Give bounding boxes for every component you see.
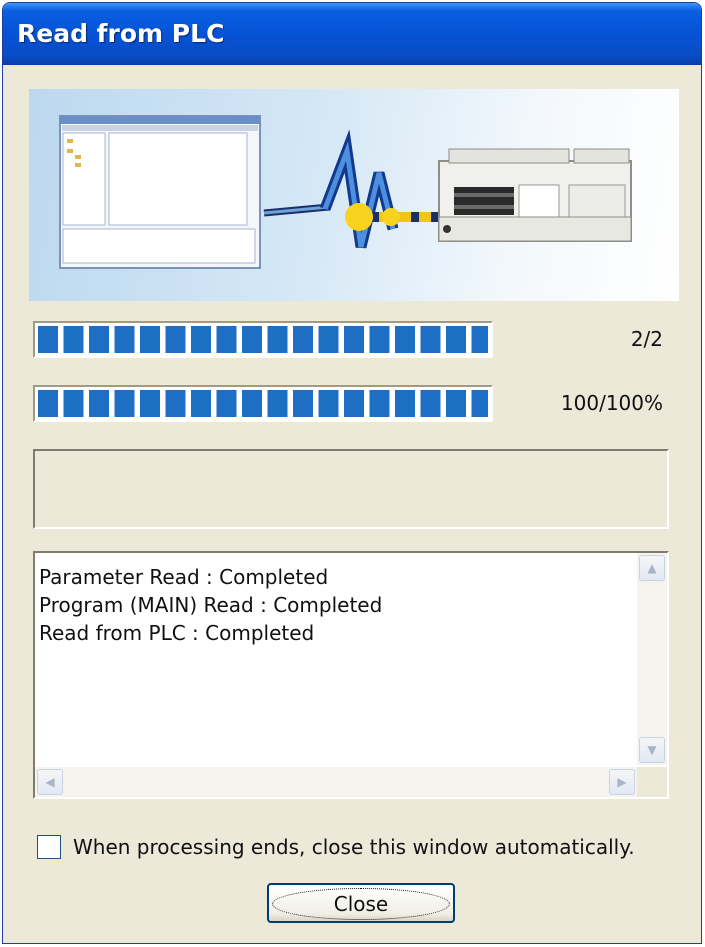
vertical-scrollbar[interactable]: ▲ ▼ bbox=[637, 553, 667, 765]
auto-close-checkbox[interactable] bbox=[37, 835, 61, 859]
log-line: Program (MAIN) Read : Completed bbox=[39, 593, 383, 617]
log-line: Parameter Read : Completed bbox=[39, 565, 329, 589]
status-message-box bbox=[33, 449, 669, 529]
overall-progress-bar bbox=[33, 385, 493, 422]
overall-progress-fill bbox=[38, 390, 488, 417]
auto-close-label[interactable]: When processing ends, close this window … bbox=[73, 835, 635, 859]
overall-progress-percent: 100/100% bbox=[560, 391, 663, 415]
file-progress-bar bbox=[33, 321, 493, 358]
log-lines: Parameter Read : Completed Program (MAIN… bbox=[39, 563, 382, 647]
scroll-down-arrow-icon[interactable]: ▼ bbox=[639, 737, 665, 763]
file-progress-count: 2/2 bbox=[630, 327, 663, 351]
window-title: Read from PLC bbox=[17, 19, 225, 48]
pc-plc-connection-image bbox=[59, 115, 632, 269]
file-progress-fill bbox=[38, 326, 488, 353]
pc-to-plc-illustration bbox=[29, 89, 679, 301]
title-bar[interactable]: Read from PLC bbox=[3, 3, 701, 65]
log-list-box[interactable]: Parameter Read : Completed Program (MAIN… bbox=[33, 551, 669, 799]
scroll-left-arrow-icon[interactable]: ◀ bbox=[37, 769, 63, 795]
scroll-right-arrow-icon[interactable]: ▶ bbox=[609, 769, 635, 795]
scroll-up-arrow-icon[interactable]: ▲ bbox=[639, 555, 665, 581]
log-line: Read from PLC : Completed bbox=[39, 621, 315, 645]
horizontal-scrollbar[interactable]: ◀ ▶ bbox=[35, 767, 637, 797]
scrollbar-corner bbox=[637, 767, 667, 797]
close-button[interactable]: Close bbox=[267, 883, 455, 923]
close-button-label: Close bbox=[272, 888, 450, 920]
